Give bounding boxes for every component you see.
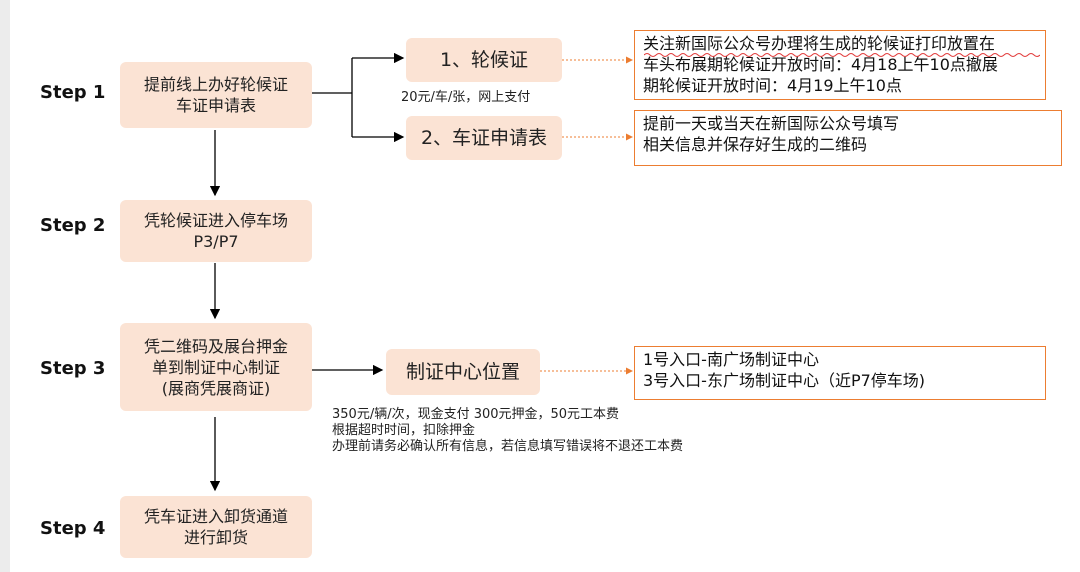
shenqing-box: 2、车证申请表 — [406, 116, 562, 160]
zhizheng-box: 制证中心位置 — [386, 349, 540, 395]
step3-label: Step 3 — [40, 358, 106, 379]
lunhou-box: 1、轮候证 — [406, 38, 562, 82]
step4-label: Step 4 — [40, 518, 106, 539]
left-edge-bar — [0, 0, 10, 572]
step1-label: Step 1 — [40, 82, 106, 103]
spellcheck-underline — [644, 53, 1040, 57]
lunhou-detail: 关注新国际公众号办理将生成的轮候证打印放置在 车头布展期轮候证开放时间：4月18… — [634, 30, 1046, 100]
step4-box: 凭车证进入卸货通道 进行卸货 — [120, 496, 312, 558]
zhizheng-note: 350元/辆/次，现金支付 300元押金，50元工本费 根据超时时间，扣除押金 … — [332, 407, 684, 454]
shenqing-detail: 提前一天或当天在新国际公众号填写 相关信息并保存好生成的二维码 — [634, 110, 1062, 166]
zhizheng-detail: 1号入口-南广场制证中心 3号入口-东广场制证中心（近P7停车场) — [634, 346, 1046, 400]
step3-box: 凭二维码及展台押金 单到制证中心制证 (展商凭展商证) — [120, 323, 312, 411]
step1-box: 提前线上办好轮候证 车证申请表 — [120, 62, 312, 128]
lunhou-note: 20元/车/张，网上支付 — [401, 90, 531, 105]
step2-box: 凭轮候证进入停车场 P3/P7 — [120, 200, 312, 262]
step2-label: Step 2 — [40, 215, 106, 236]
